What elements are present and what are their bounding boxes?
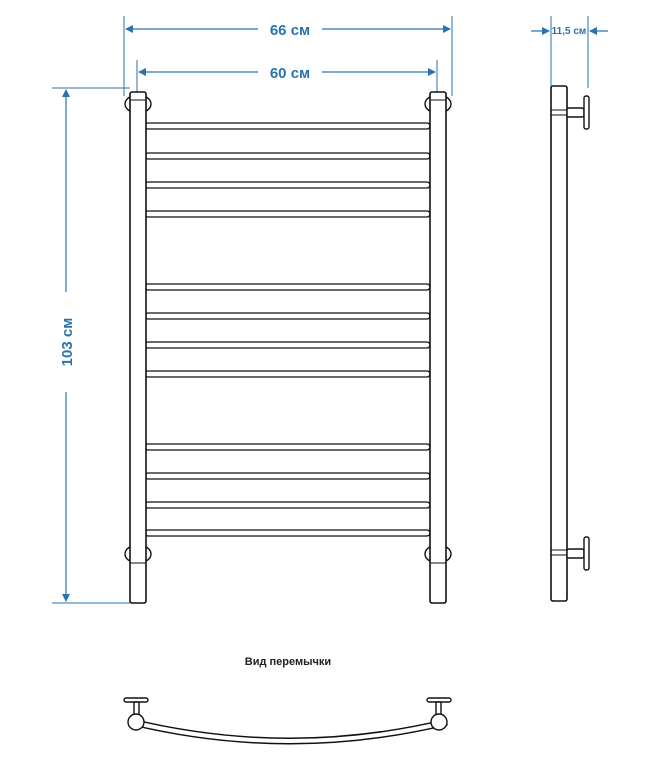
rung <box>144 312 431 320</box>
rung <box>144 283 431 291</box>
rung <box>144 472 431 480</box>
side-bracket-top <box>566 95 590 130</box>
dimension-depth-label: 11,5 см <box>552 26 587 37</box>
right-post <box>429 91 447 604</box>
rung <box>144 341 431 349</box>
side-view <box>550 85 590 602</box>
left-post <box>129 91 147 604</box>
rung <box>144 181 431 189</box>
dimension-height: 103 см <box>52 87 130 604</box>
jumper-view <box>123 697 452 745</box>
dimension-width-outer: 66 см <box>123 16 453 96</box>
side-bracket-bottom <box>566 536 590 571</box>
jumper-bracket-right <box>426 697 452 731</box>
jumper-view-caption: Вид перемычки <box>245 656 331 668</box>
rung <box>144 443 431 451</box>
jumper-bracket-left <box>123 697 149 731</box>
jumper-bar <box>131 720 448 743</box>
rung <box>144 122 431 130</box>
rung <box>144 501 431 509</box>
front-view <box>124 91 452 604</box>
dimension-width-inner-label: 60 см <box>270 65 310 82</box>
mount-brackets <box>124 94 452 564</box>
rung <box>144 370 431 378</box>
dimension-width-outer-label: 66 см <box>270 22 310 39</box>
rungs <box>144 122 431 537</box>
side-post <box>550 85 568 602</box>
dimension-width-inner: 60 см <box>136 60 438 96</box>
dimension-depth: 11,5 см <box>531 16 608 88</box>
rung <box>144 529 431 537</box>
rung <box>144 210 431 218</box>
rung <box>144 152 431 160</box>
dimension-height-label: 103 см <box>59 318 76 367</box>
